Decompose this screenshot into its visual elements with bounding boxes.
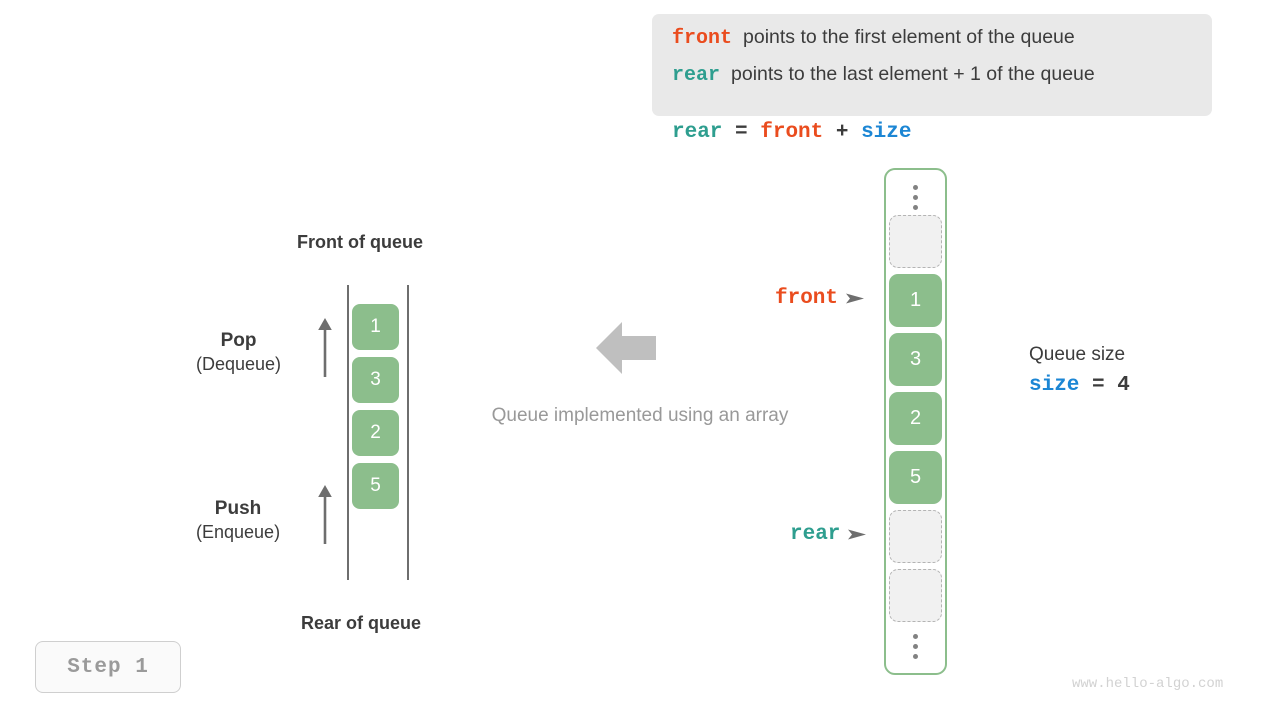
- arrow-up-icon: [314, 317, 336, 377]
- pop-title: Pop: [220, 330, 257, 351]
- front-of-queue-label: Front of queue: [297, 232, 423, 252]
- legend-line-rear: rear points to the last element + 1 of t…: [672, 63, 1192, 100]
- formula-plus: +: [823, 121, 862, 144]
- pointer-rear: rear: [790, 523, 867, 546]
- legend-keyword-rear: rear: [672, 64, 721, 87]
- queue-size-expression: size = 4: [1029, 374, 1130, 397]
- left-queue-cells: 1 3 2 5: [352, 304, 399, 516]
- diagram-caption: Queue implemented using an array: [491, 405, 789, 426]
- legend-description-front: points to the first element of the queue: [743, 26, 1075, 48]
- array-cell-filled: 1: [889, 274, 942, 327]
- queue-size-value: 4: [1117, 374, 1130, 397]
- pop-operation-group: Pop (Dequeue): [196, 330, 281, 375]
- queue-size-title: Queue size: [1029, 344, 1126, 365]
- legend-keyword-front: front: [672, 27, 733, 50]
- array-cell-empty: [889, 510, 942, 563]
- vertical-ellipsis-icon: [913, 182, 918, 212]
- arrow-up-icon: [314, 484, 336, 544]
- array-cells: 1 3 2 5: [889, 215, 942, 628]
- push-subtitle: (Enqueue): [196, 522, 281, 542]
- left-queue-cell: 1: [352, 304, 399, 350]
- queue-size-var: size: [1029, 374, 1080, 397]
- left-queue-cell: 2: [352, 410, 399, 456]
- formula-term-rear: rear: [672, 121, 723, 144]
- pop-subtitle: (Dequeue): [196, 354, 282, 374]
- array-cell-filled: 2: [889, 392, 942, 445]
- rear-of-queue-label: Rear of queue: [301, 613, 422, 633]
- formula-term-size: size: [861, 121, 912, 144]
- push-operation-group: Push (Enqueue): [196, 498, 280, 543]
- pointer-rear-label: rear: [790, 523, 841, 546]
- pointer-front-label: front: [775, 287, 839, 310]
- step-badge: Step 1: [35, 641, 181, 693]
- arrow-right-icon: [848, 528, 867, 541]
- array-container: 1 3 2 5: [884, 168, 947, 675]
- left-queue-cell: 5: [352, 463, 399, 509]
- pointer-front: front: [775, 287, 865, 310]
- array-cell-filled: 5: [889, 451, 942, 504]
- formula-equals: =: [722, 121, 761, 144]
- vertical-ellipsis-icon: [913, 631, 918, 661]
- queue-rail-left: [347, 285, 349, 580]
- legend-line-front: front points to the first element of the…: [672, 26, 1192, 63]
- formula-term-front: front: [760, 121, 824, 144]
- push-title: Push: [214, 498, 262, 519]
- arrow-left-icon: [596, 322, 656, 374]
- left-queue-cell: 3: [352, 357, 399, 403]
- queue-rail-right: [407, 285, 409, 580]
- queue-size-block: Queue size size = 4: [1029, 344, 1130, 397]
- formula-rear-equals-front-plus-size: rear = front + size: [672, 121, 911, 144]
- legend-box: front points to the first element of the…: [652, 14, 1212, 116]
- arrow-right-icon: [846, 292, 865, 305]
- array-cell-filled: 3: [889, 333, 942, 386]
- watermark: www.hello-algo.com: [1072, 676, 1224, 692]
- queue-size-equals: =: [1079, 374, 1118, 397]
- legend-description-rear: points to the last element + 1 of the qu…: [731, 63, 1095, 85]
- array-cell-empty: [889, 569, 942, 622]
- array-cell-empty: [889, 215, 942, 268]
